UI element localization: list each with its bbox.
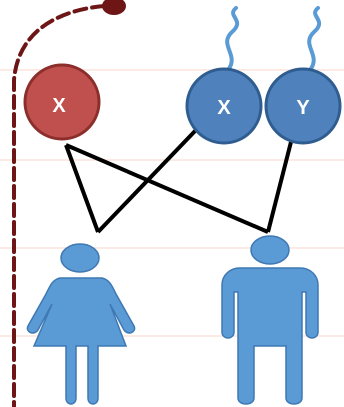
y-chromosome-blue-node: Y (264, 67, 342, 145)
x-chromosome-blue-node: X (185, 67, 263, 145)
female-body (26, 277, 136, 405)
male-head (250, 235, 290, 265)
chromosome-tails (225, 6, 322, 72)
connectors (64, 128, 294, 234)
dashed-margin-line (12, 4, 106, 407)
connector-blue-x-to-female (96, 128, 198, 234)
margin-dot-icon (102, 0, 126, 15)
connector-red-x-to-female (64, 144, 100, 233)
connector-y-to-male (266, 137, 294, 233)
y-chromosome-blue-label: Y (296, 97, 310, 119)
female-head (60, 243, 100, 273)
x-chromosome-tail-icon (225, 6, 240, 72)
x-chromosome-blue-label: X (217, 97, 231, 119)
x-chromosome-red-label: X (52, 95, 66, 117)
female-person-icon (26, 243, 136, 405)
male-silhouette (221, 267, 319, 405)
connector-red-x-to-male (65, 143, 269, 234)
x-chromosome-red-node: X (23, 63, 101, 141)
male-person-icon (221, 235, 319, 405)
margin-curve (12, 0, 126, 407)
y-chromosome-tail-icon (307, 6, 322, 72)
